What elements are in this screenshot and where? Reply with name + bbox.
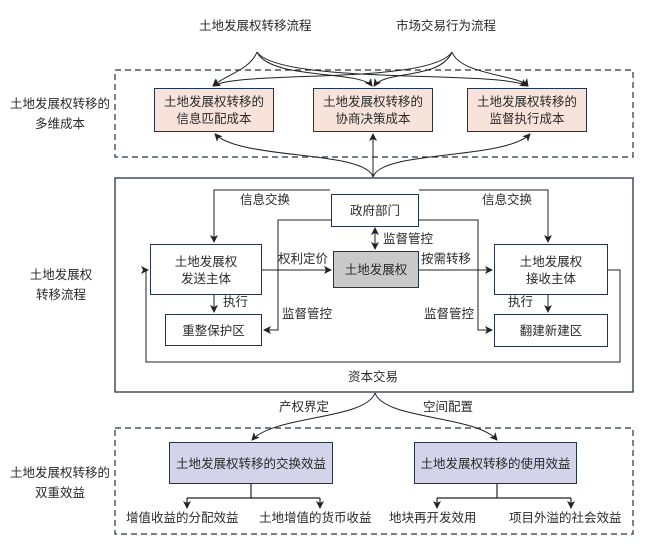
flow-arrows: [141, 189, 621, 363]
flow-frame: [114, 177, 634, 393]
transfer-label: 按需转移: [421, 251, 472, 266]
leaf-redevelopment-utility: 地块再开发效用: [389, 510, 477, 525]
government-box: 政府部门: [331, 194, 419, 227]
flow-section-label: 土地发展权 转移流程: [29, 267, 93, 302]
costs-section-label: 土地发展权转移的 多维成本: [4, 94, 116, 134]
source-arrows: [212, 51, 529, 87]
flow-to-benefit-arrows: [251, 392, 498, 441]
cost-box-supervision: 土地发展权转移的监督执行成本: [467, 88, 587, 132]
receiver-box: 土地发展权接收主体: [494, 244, 608, 295]
capital-trade-label: 资本交易: [348, 369, 399, 384]
source-market-trading-process: 市场交易行为流程: [396, 18, 497, 33]
costs-label-line2: 多维成本: [34, 116, 85, 131]
land-development-right-box: 土地发展权: [333, 251, 419, 288]
info-exchange-right-label: 信息交换: [482, 192, 533, 207]
benefits-dashed-frame: [114, 427, 634, 535]
supervise-right-label: 监督管控: [424, 306, 475, 321]
rebuild-zone-box: 翻建新建区: [494, 314, 608, 347]
protect-zone-box: 重整保护区: [165, 314, 262, 346]
execute-right-label: 执行: [508, 294, 534, 309]
leaf-social-spillover: 项目外溢的社会效益: [509, 510, 622, 525]
supervise-left-label: 监督管控: [282, 306, 333, 321]
supervise-center-label: 监督管控: [383, 231, 434, 246]
leaf-distribution-benefit: 增值收益的分配效益: [126, 510, 239, 525]
exchange-benefit-box: 土地发展权转移的交换效益: [169, 442, 333, 484]
flow-to-cost-arrows: [214, 133, 531, 178]
costs-dashed-frame: [114, 69, 634, 158]
property-rights-label: 产权界定: [279, 399, 330, 414]
use-benefit-box: 土地发展权转移的使用效益: [414, 442, 577, 484]
benefit-branches: [183, 484, 575, 509]
execute-left-label: 执行: [223, 294, 249, 309]
cost-box-info-matching: 土地发展权转移的信息匹配成本: [154, 88, 274, 132]
info-exchange-left-label: 信息交换: [240, 192, 291, 207]
cost-box-negotiation: 土地发展权转移的协商决策成本: [313, 88, 433, 132]
pricing-label: 权利定价: [278, 251, 329, 266]
spatial-allocation-label: 空间配置: [423, 399, 474, 414]
sender-box: 土地发展权发送主体: [150, 244, 262, 295]
leaf-monetary-gain: 土地增值的货币收益: [259, 510, 372, 525]
source-land-rights-transfer-process: 土地发展权转移流程: [199, 18, 312, 33]
costs-label-line1: 土地发展权转移的: [9, 96, 110, 111]
benefits-section-label: 土地发展权转移的 双重效益: [9, 465, 110, 500]
